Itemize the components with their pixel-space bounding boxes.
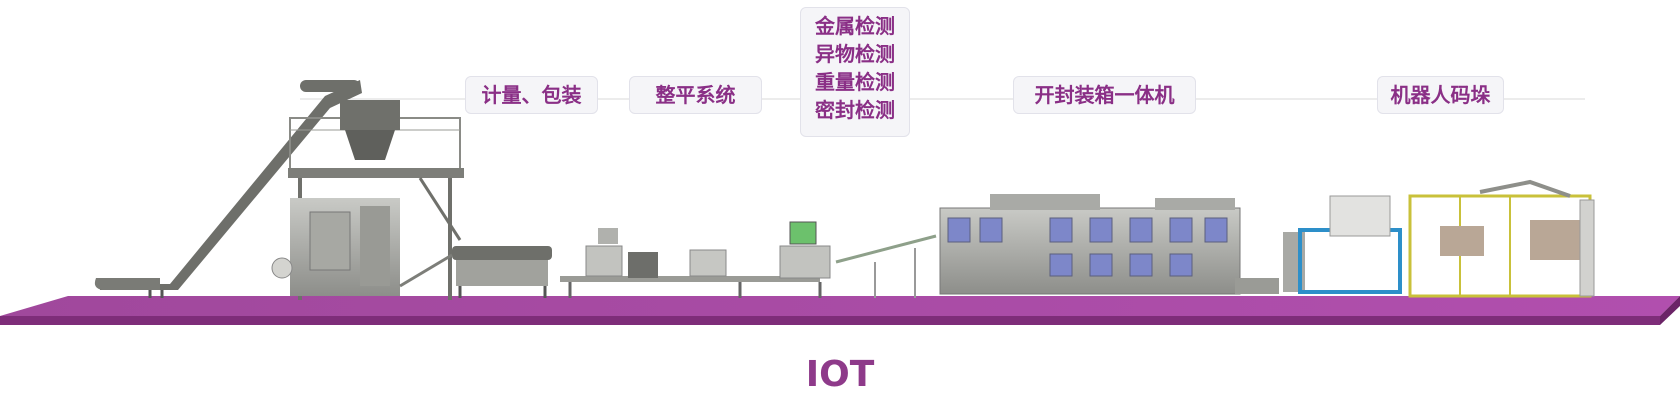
weigher-packer — [271, 100, 464, 300]
case-packer — [939, 194, 1279, 295]
iot-title: IOT — [805, 354, 875, 395]
label-inspection-foreign: 异物检测 — [815, 42, 895, 66]
label-inspection: 金属检测 异物检测 重量检测 密封检测 — [800, 7, 910, 137]
platform — [0, 296, 1680, 325]
label-inspection-metal: 金属检测 — [815, 14, 895, 38]
robot-palletizer — [1283, 179, 1595, 298]
inspection-stations — [560, 221, 937, 298]
label-palletizer: 机器人码垛 — [1377, 76, 1504, 114]
label-inspection-seal: 密封检测 — [815, 98, 895, 122]
label-inspection-weight: 重量检测 — [815, 70, 895, 94]
incline-conveyor — [94, 80, 362, 298]
label-weigh-pack: 计量、包装 — [465, 76, 598, 114]
label-case-packer: 开封装箱一体机 — [1013, 76, 1196, 114]
leveling-conveyor — [399, 246, 552, 298]
label-leveling: 整平系统 — [629, 76, 762, 114]
